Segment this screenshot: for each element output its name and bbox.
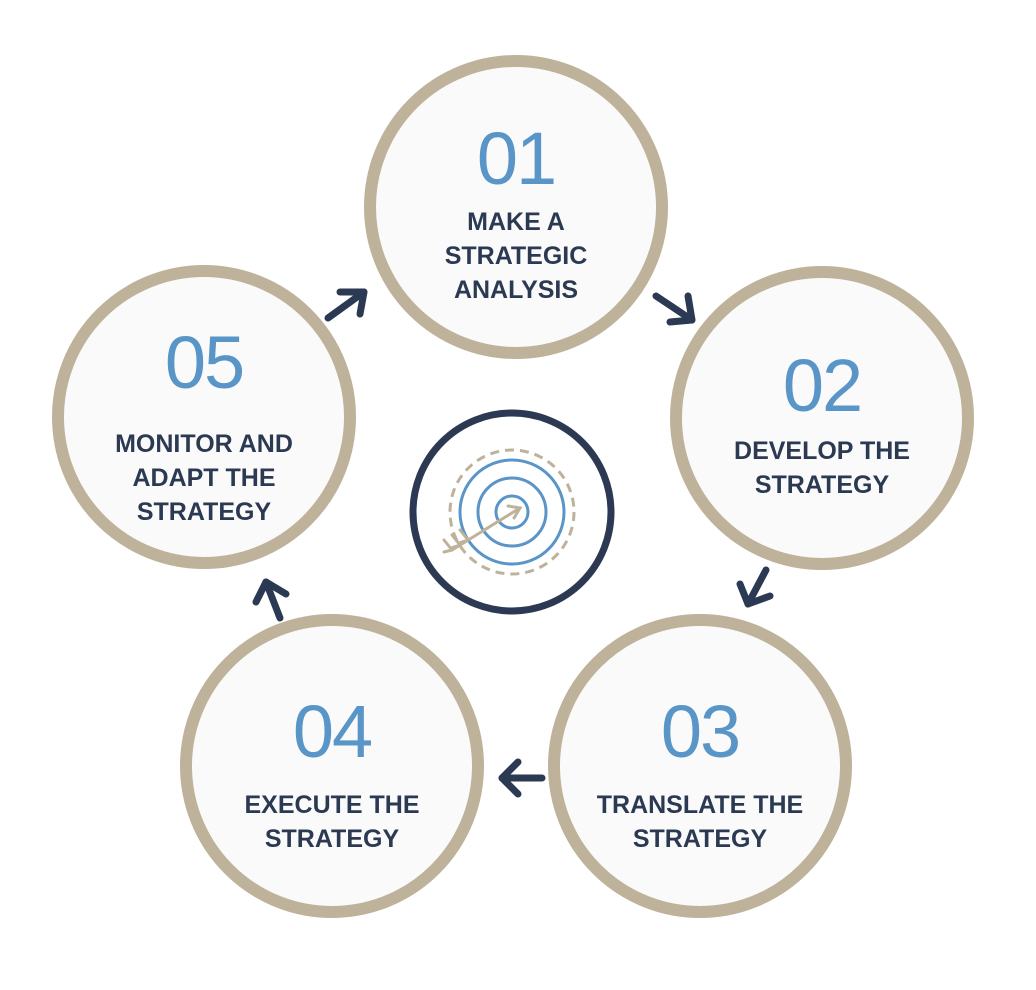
step-05-title: MONITOR AND ADAPT THE STRATEGY — [115, 430, 293, 526]
arrow-02-to-03-icon — [736, 566, 774, 608]
step-01-number: 01 — [476, 117, 557, 200]
arrow-03-to-04-icon — [498, 758, 546, 798]
step-05-number: 05 — [164, 321, 245, 404]
arrow-01-to-02-icon — [652, 292, 696, 326]
step-03-number: 03 — [660, 690, 741, 773]
step-02-title: DEVELOP THE STRATEGY — [734, 437, 910, 499]
step-02-number: 02 — [782, 344, 863, 427]
arrow-04-to-05-icon — [252, 578, 290, 622]
step-04-title: EXECUTE THE STRATEGY — [244, 791, 420, 853]
step-03-title: TRANSLATE THE STRATEGY — [596, 791, 804, 853]
step-01-title: MAKE A STRATEGIC ANALYSIS — [444, 208, 588, 304]
step-04-number: 04 — [292, 690, 373, 773]
arrow-05-to-01-icon — [324, 288, 368, 322]
step-03-circle: 03 TRANSLATE THE STRATEGY — [548, 614, 852, 918]
